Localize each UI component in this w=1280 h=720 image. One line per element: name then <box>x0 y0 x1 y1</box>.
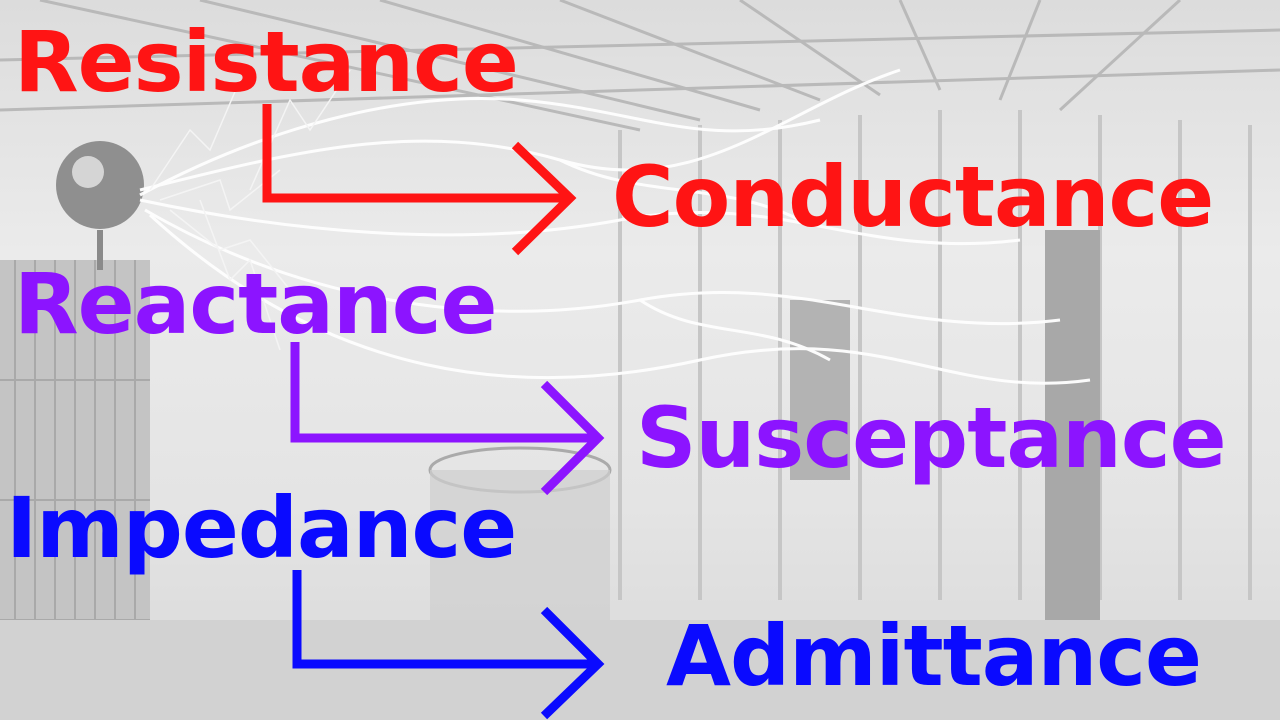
lightning-arcs <box>139 68 1091 385</box>
arrow-shaft-red <box>262 104 570 203</box>
term-resistance: Resistance <box>14 13 519 111</box>
coil-drum <box>790 300 850 480</box>
arrow-shaft-blue <box>292 570 598 669</box>
arrow-head-blue <box>540 606 605 720</box>
term-susceptance: Susceptance <box>636 389 1227 487</box>
arrow-head-red <box>511 141 577 256</box>
arrow-resistance-to-conductance <box>262 104 577 256</box>
fine-sparks <box>149 69 351 351</box>
arrow-impedance-to-admittance <box>292 570 605 720</box>
term-admittance: Admittance <box>666 607 1202 705</box>
floor <box>0 620 1280 720</box>
arrow-shaft-purple <box>290 342 598 443</box>
coil-column <box>1045 230 1100 630</box>
sphere-highlight <box>72 156 104 188</box>
term-impedance: Impedance <box>6 479 517 577</box>
arrow-reactance-to-susceptance <box>290 342 605 496</box>
arrow-head-purple <box>540 380 605 496</box>
term-reactance: Reactance <box>14 255 498 353</box>
roof-beams <box>0 0 1280 132</box>
term-conductance: Conductance <box>612 148 1214 246</box>
